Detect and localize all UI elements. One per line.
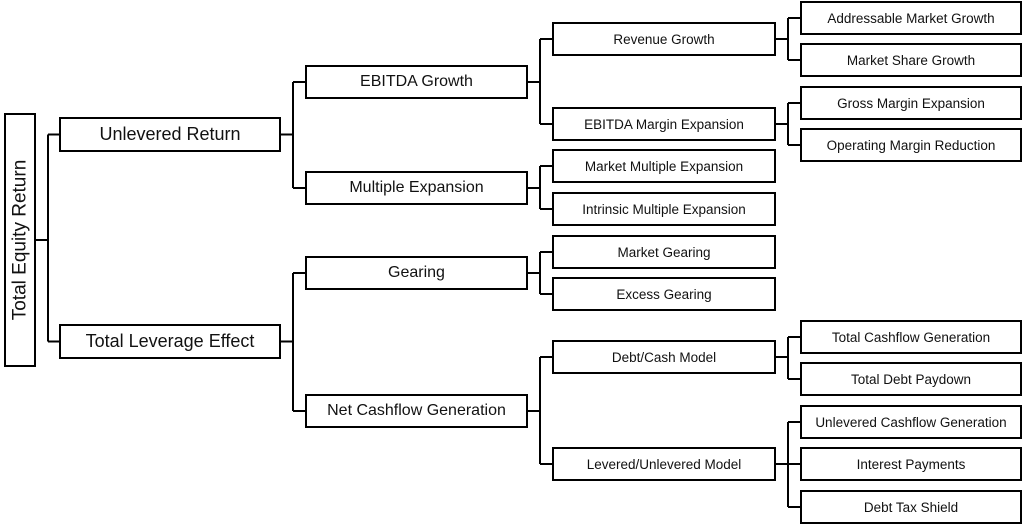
node-unlevered-return: Unlevered Return [59, 117, 281, 152]
node-total-equity-return: Total Equity Return [4, 113, 36, 367]
node-levered-unlevered-model: Levered/Unlevered Model [552, 447, 776, 481]
node-total-cashflow-generation: Total Cashflow Generation [800, 320, 1022, 354]
node-debt-cash-model: Debt/Cash Model [552, 340, 776, 374]
node-market-gearing: Market Gearing [552, 235, 776, 269]
node-unlevered-cashflow-generation: Unlevered Cashflow Generation [800, 405, 1022, 439]
node-addressable-market-growth: Addressable Market Growth [800, 1, 1022, 35]
node-net-cashflow-generation: Net Cashflow Generation [305, 394, 528, 428]
node-ebitda-margin-expansion: EBITDA Margin Expansion [552, 107, 776, 141]
node-gross-margin-expansion: Gross Margin Expansion [800, 86, 1022, 120]
node-excess-gearing: Excess Gearing [552, 277, 776, 311]
node-ebitda-growth: EBITDA Growth [305, 65, 528, 99]
node-gearing: Gearing [305, 256, 528, 290]
node-total-debt-paydown: Total Debt Paydown [800, 362, 1022, 396]
node-label: Total Equity Return [9, 159, 30, 321]
node-market-multiple-expansion: Market Multiple Expansion [552, 149, 776, 183]
node-total-leverage-effect: Total Leverage Effect [59, 324, 281, 359]
node-debt-tax-shield: Debt Tax Shield [800, 490, 1022, 524]
node-interest-payments: Interest Payments [800, 447, 1022, 481]
node-revenue-growth: Revenue Growth [552, 22, 776, 56]
node-intrinsic-multiple-expansion: Intrinsic Multiple Expansion [552, 192, 776, 226]
node-market-share-growth: Market Share Growth [800, 43, 1022, 77]
node-operating-margin-reduction: Operating Margin Reduction [800, 128, 1022, 162]
node-multiple-expansion: Multiple Expansion [305, 171, 528, 205]
